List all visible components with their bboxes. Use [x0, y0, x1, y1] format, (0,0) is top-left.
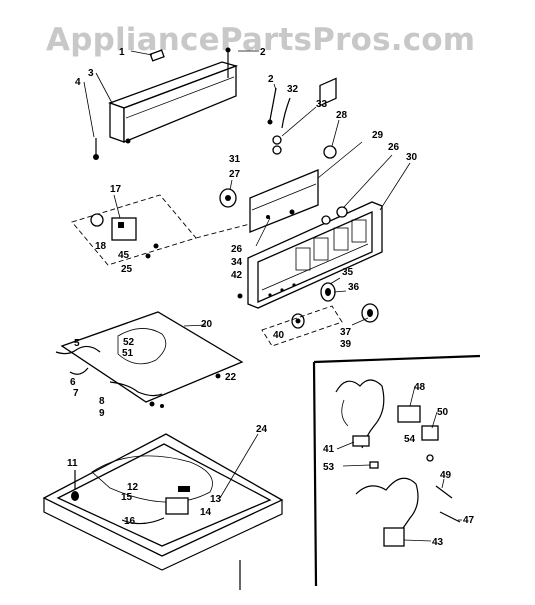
- callout-8: 8: [99, 396, 105, 407]
- base-pan-part: [42, 433, 284, 590]
- callout-41: 41: [323, 444, 335, 455]
- wiring-harness-inset: [312, 354, 481, 587]
- callout-25: 25: [121, 264, 133, 275]
- callout-26: 26: [388, 142, 400, 153]
- callout-53: 53: [323, 462, 335, 473]
- callout-54: 54: [404, 434, 416, 445]
- timer-bracket-part: [71, 194, 251, 266]
- callout-42: 42: [231, 270, 243, 281]
- callout-31: 31: [229, 154, 241, 165]
- callout-33: 33: [316, 99, 328, 110]
- timer-mount-assembly: [219, 87, 337, 233]
- callout-2: 2: [260, 47, 266, 58]
- callout-29: 29: [372, 130, 384, 141]
- callout-48: 48: [414, 382, 426, 393]
- callout-43: 43: [432, 537, 444, 548]
- callout-40: 40: [273, 330, 285, 341]
- callout-45: 45: [118, 250, 130, 261]
- callout-7: 7: [73, 388, 79, 399]
- callout-4: 4: [75, 77, 81, 88]
- callout-47: 47: [463, 515, 475, 526]
- knob-parts: [237, 282, 379, 347]
- callout-11: 11: [67, 458, 78, 469]
- callout-20: 20: [201, 319, 213, 330]
- callout-18: 18: [95, 241, 107, 252]
- harness-panel-part: [55, 311, 244, 408]
- callout-24: 24: [256, 424, 268, 435]
- callout-26b: 26: [231, 244, 243, 255]
- callout-36: 36: [348, 282, 360, 293]
- callout-27: 27: [229, 169, 241, 180]
- callout-22: 22: [225, 372, 237, 383]
- callout-35: 35: [342, 267, 354, 278]
- callout-32: 32: [287, 84, 299, 95]
- callout-28: 28: [336, 110, 348, 121]
- callout-37: 37: [340, 327, 352, 338]
- watermark-text: AppliancePartsPros.com: [46, 22, 475, 58]
- callout-16: 16: [124, 516, 136, 527]
- callout-34: 34: [231, 257, 243, 268]
- callout-14: 14: [200, 507, 212, 518]
- control-panel-part: [247, 77, 383, 309]
- callout-9: 9: [99, 408, 105, 419]
- callout-30: 30: [406, 152, 418, 163]
- callout-12: 12: [127, 482, 139, 493]
- callout-13: 13: [210, 494, 222, 505]
- callout-3: 3: [88, 68, 94, 79]
- console-bracket-part: [93, 47, 239, 160]
- callout-6: 6: [70, 377, 76, 388]
- callout-39: 39: [340, 339, 352, 350]
- callout-51: 51: [122, 348, 134, 359]
- callout-52: 52: [123, 337, 135, 348]
- callout-49: 49: [440, 470, 452, 481]
- callout-17: 17: [110, 184, 122, 195]
- callout-2b: 2: [268, 74, 274, 85]
- callout-15: 15: [121, 492, 133, 503]
- callout-50: 50: [437, 407, 449, 418]
- leader-lines: [83, 50, 462, 542]
- callout-labels: 1 2 3 4 2 32 33 28 29 26 30 31 27 17 18 …: [67, 47, 475, 548]
- callout-5: 5: [74, 338, 80, 349]
- callout-1: 1: [119, 47, 125, 58]
